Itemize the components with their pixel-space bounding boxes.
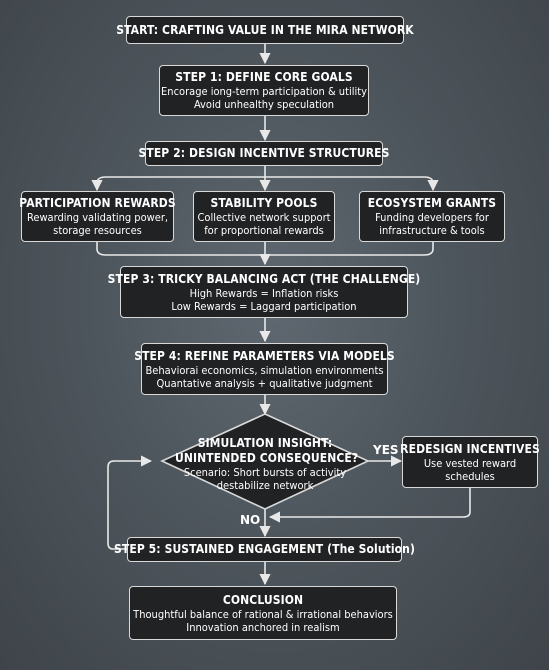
arrow-step2-branch-right [265, 176, 439, 192]
branch-ecosystem-grants: ECOSYSTEM GRANTS Funding developers for … [359, 191, 505, 242]
stability-pools-line-1: Collective network support [197, 211, 331, 224]
start-title: START: CRAFTING VALUE IN THE MIRA NETWOR… [116, 22, 414, 37]
participation-rewards-title: PARTICIPATION REWARDS [19, 196, 176, 210]
participation-rewards-line-2: storage resources [53, 224, 142, 237]
arrow-step5-loop-back [107, 455, 153, 550]
step1-box: STEP 1: DEFINE CORE GOALS Encorage iong-… [159, 65, 369, 116]
step4-box: STEP 4: REFINE PARAMETERS VIA MODELS Beh… [134, 343, 395, 395]
step3-title: STEP 3: TRICKY BALANCING ACT (THE CHALLE… [107, 271, 421, 286]
ecosystem-grants-line-2: infrastructure & tools [379, 224, 485, 237]
yes-label: YES [373, 443, 399, 457]
start-box: START: CRAFTING VALUE IN THE MIRA NETWOR… [116, 16, 414, 44]
decision-line-2: destabilize network [216, 479, 314, 492]
redesign-box: REDESIGN INCENTIVES Use vested reward sc… [400, 436, 540, 488]
stability-pools-line-2: for proportional rewards [204, 224, 324, 237]
conclusion-title: CONCLUSION [222, 592, 304, 607]
step1-title: STEP 1: DEFINE CORE GOALS [175, 70, 353, 84]
ecosystem-grants-line-1: Funding developers for [375, 211, 489, 224]
step2-title: STEP 2: DESIGN INCENTIVE STRUCTURES [138, 146, 390, 160]
participation-rewards-line-1: Rewarding validating power, [26, 211, 169, 224]
step4-line-1: Behaviorai economics, simulation environ… [145, 363, 384, 377]
redesign-line-1: Use vested reward [423, 456, 517, 470]
conclusion-line-1: Thoughtful balance of rational & irratio… [133, 607, 393, 621]
arrow-step2-branch-left [91, 176, 265, 192]
step3-box: STEP 3: TRICKY BALANCING ACT (THE CHALLE… [108, 266, 420, 318]
no-label: NO [240, 513, 261, 527]
step4-title: STEP 4: REFINE PARAMETERS VIA MODELS [134, 348, 395, 363]
decision-line-1: Scenario: Short bursts of activity [183, 466, 347, 479]
decision-title-line-2: UNINTENDED CONSEQUENCE? [175, 451, 359, 465]
conclusion-line-2: Innovation anchored in realism [186, 620, 340, 634]
branch-participation-rewards: PARTICIPATION REWARDS Rewarding validati… [19, 191, 176, 242]
step5-title: STEP 5: SUSTAINED ENGAGEMENT (The Soluti… [114, 542, 416, 556]
step2-box: STEP 2: DESIGN INCENTIVE STRUCTURES [138, 141, 389, 166]
branch-stability-pools: STABILITY POOLS Collective network suppo… [193, 191, 335, 242]
step1-line-1: Encorage iong-term participation & utili… [161, 85, 367, 98]
step3-line-1: High Rewards = Inflation risks [189, 286, 339, 300]
decision-text: SIMULATION INSIGHT: UNINTENDED CONSEQUEN… [175, 436, 359, 492]
redesign-title: REDESIGN INCENTIVES [400, 441, 540, 456]
decision-title-line-1: SIMULATION INSIGHT: [197, 436, 333, 450]
step5-box: STEP 5: SUSTAINED ENGAGEMENT (The Soluti… [114, 537, 415, 562]
ecosystem-grants-title: ECOSYSTEM GRANTS [367, 196, 497, 210]
step1-line-2: Avoid unhealthy speculation [193, 98, 335, 111]
stability-pools-title: STABILITY POOLS [210, 196, 318, 210]
redesign-line-2: schedules [445, 469, 495, 483]
conclusion-box: CONCLUSION Thoughtful balance of rationa… [129, 586, 397, 640]
arrow-redesign-return [268, 488, 471, 523]
arrow-branches-merge [96, 242, 434, 256]
step4-line-2: Quantative analysis + qualitative judgme… [156, 376, 373, 390]
step3-line-2: Low Rewards = Laggard participation [171, 299, 357, 313]
